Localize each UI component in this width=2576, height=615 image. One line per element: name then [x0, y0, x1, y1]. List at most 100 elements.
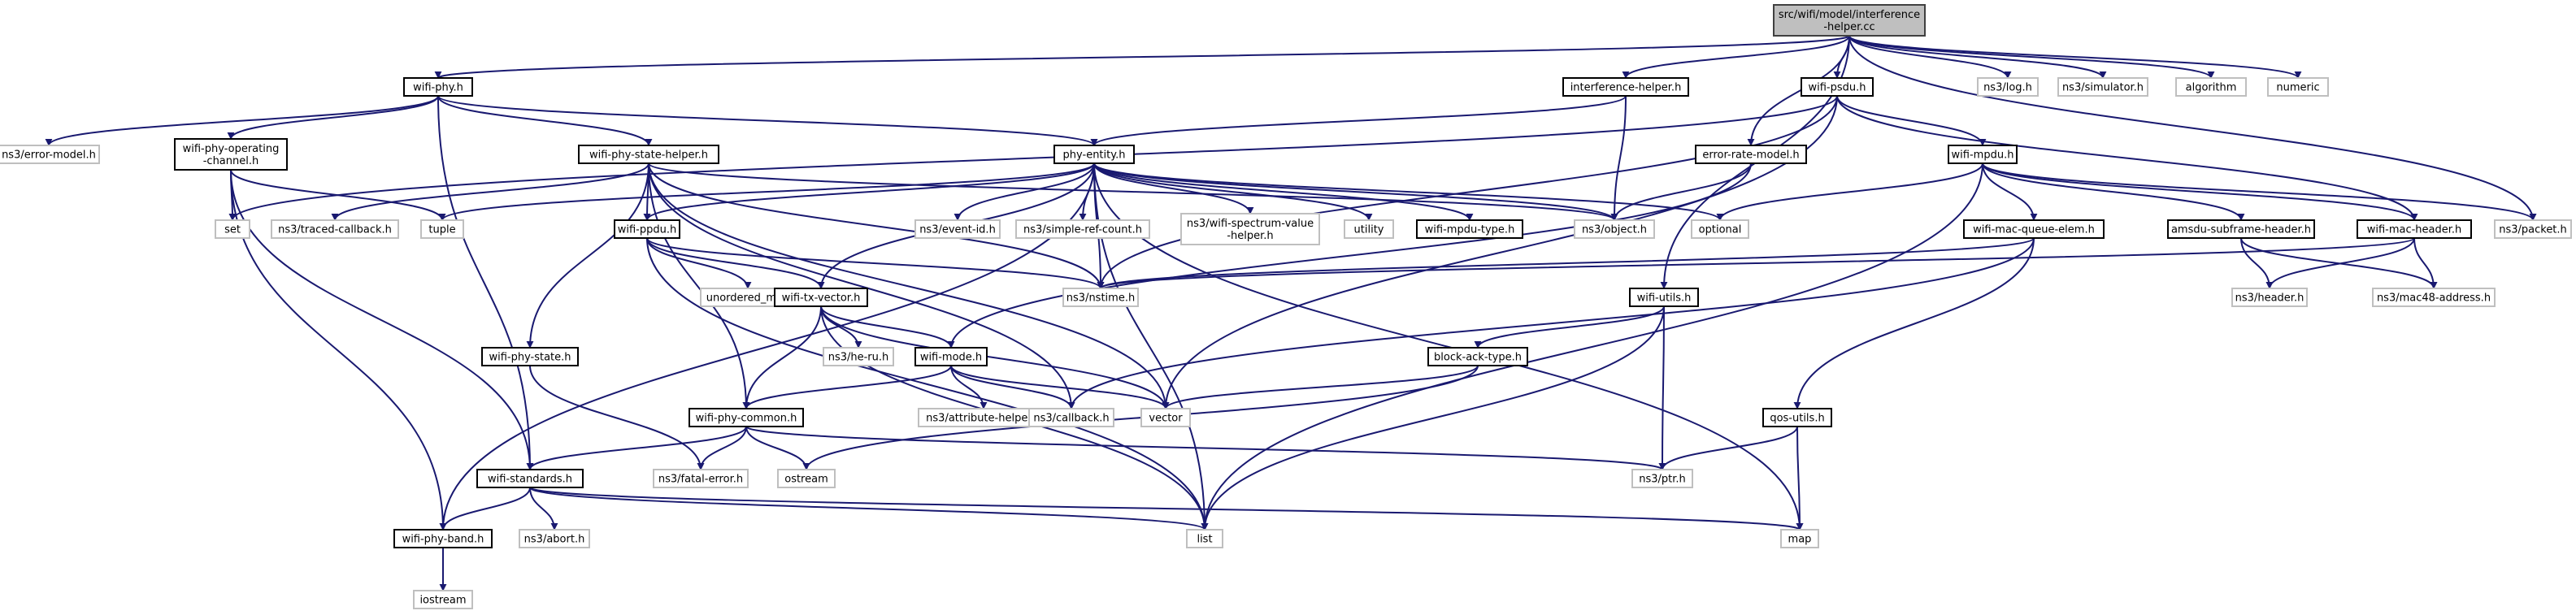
node-label-algorithm: algorithm: [2186, 82, 2237, 94]
node-box-numeric: [2267, 77, 2329, 97]
edge-wifi-standards-to-list: [529, 487, 1209, 531]
node-root: src/wifi/model/interference-helper.cc: [1773, 4, 1926, 37]
edge-interference-helper-to-ns3-object: [1610, 95, 1627, 221]
node-box-error-rate-model: [1695, 145, 1807, 164]
node-block-ack-type[interactable]: block-ack-type.h: [1427, 347, 1528, 366]
node-label-wifi-mac-header: wifi-mac-header.h: [2367, 224, 2462, 236]
node-box-wifi-mpdu-type: [1416, 219, 1523, 239]
node-box-block-ack-type: [1427, 347, 1528, 366]
node-box-phy-entity: [1053, 145, 1135, 164]
node-box-wifi-mac-header: [2357, 219, 2472, 239]
edge-wifi-phy-to-wifi-phy-state-helper: [437, 95, 653, 146]
edge-wifi-phy-to-phy-entity: [437, 95, 1098, 146]
node-label-ns3-packet: ns3/packet.h: [2499, 224, 2567, 236]
node-wifi-phy-state-helper[interactable]: wifi-phy-state-helper.h: [578, 145, 719, 164]
node-phy-entity[interactable]: phy-entity.h: [1053, 145, 1135, 164]
node-ns3-nstime: ns3/nstime.h: [1062, 288, 1139, 307]
node-wifi-mac-queue-elem[interactable]: wifi-mac-queue-elem.h: [1963, 219, 2105, 239]
node-label-ns3-fatal-error: ns3/fatal-error.h: [658, 474, 743, 486]
node-qos-utils[interactable]: qos-utils.h: [1762, 408, 1832, 427]
node-wifi-utils[interactable]: wifi-utils.h: [1629, 288, 1699, 307]
node-box-set: [215, 219, 250, 239]
node-label-wifi-ppdu: wifi-ppdu.h: [618, 224, 677, 236]
node-iostream: iostream: [413, 590, 473, 609]
node-optional: optional: [1691, 219, 1749, 239]
node-label-ns3-simple-ref-count: ns3/simple-ref-count.h: [1023, 224, 1142, 236]
node-label-unordered-map: unordered_map: [706, 292, 790, 305]
node-box-iostream: [413, 590, 473, 609]
node-label-utility: utility: [1354, 224, 1384, 236]
node-wifi-standards[interactable]: wifi-standards.h: [476, 469, 584, 488]
node-label-root: src/wifi/model/interference: [1779, 9, 1920, 21]
node-wifi-mpdu-type[interactable]: wifi-mpdu-type.h: [1416, 219, 1523, 239]
node-wifi-mode[interactable]: wifi-mode.h: [914, 347, 988, 366]
edge-phy-entity-to-ns3-object: [1093, 162, 1618, 221]
node-box-wifi-phy: [403, 77, 473, 97]
node-label-wifi-phy-band: wifi-phy-band.h: [402, 534, 484, 546]
node-label-wifi-mode: wifi-mode.h: [920, 352, 982, 364]
node-label-map: map: [1788, 534, 1812, 546]
node-wifi-tx-vector[interactable]: wifi-tx-vector.h: [774, 288, 868, 307]
edge-wifi-mpdu-to-wifi-mac-queue-elem: [1982, 162, 2038, 221]
node-wifi-psdu[interactable]: wifi-psdu.h: [1801, 77, 1874, 97]
edge-block-ack-type-to-vector: [1162, 365, 1479, 409]
edge-wifi-psdu-to-wifi-mac-header: [1836, 95, 2418, 221]
edge-phy-entity-to-tuple: [438, 162, 1095, 221]
edge-wifi-ppdu-to-unordered-map: [646, 237, 752, 289]
node-label-ns3-attribute-helper: ns3/attribute-helper.h: [926, 413, 1041, 425]
node-error-rate-model[interactable]: error-rate-model.h: [1695, 145, 1807, 164]
edge-root-to-wifi-phy: [435, 35, 1850, 79]
edge-wifi-phy-common-to-ns3-ptr: [745, 426, 1666, 470]
node-wifi-ppdu[interactable]: wifi-ppdu.h: [614, 219, 680, 239]
node-box-ns3-simulator: [2057, 77, 2148, 97]
node-box-ns3-nstime: [1062, 288, 1139, 307]
edge-wifi-ppdu-to-list: [646, 237, 1209, 531]
edge-wifi-standards-to-map: [529, 487, 1804, 531]
node-box-ns3-log: [1977, 77, 2039, 97]
node-box-wifi-mpdu: [1948, 145, 2018, 164]
edge-wifi-phy-state-helper-to-ns3-traced-callback: [331, 162, 649, 221]
node-label-ns3-mac48-address: ns3/mac48-address.h: [2377, 292, 2491, 305]
node-box-ns3-simple-ref-count: [1015, 219, 1150, 239]
node-map: map: [1780, 529, 1819, 548]
node-wifi-phy-band[interactable]: wifi-phy-band.h: [393, 529, 493, 548]
node-box-ns3-packet: [2494, 219, 2572, 239]
node-label-amsdu-subframe-header: amsdu-subframe-header.h: [2171, 224, 2311, 236]
node-ns3-packet: ns3/packet.h: [2494, 219, 2572, 239]
edge-wifi-phy-to-wifi-standards: [437, 95, 534, 470]
node-interference-helper[interactable]: interference-helper.h: [1562, 77, 1689, 97]
node-wifi-phy-common[interactable]: wifi-phy-common.h: [689, 408, 804, 427]
node-wifi-phy-operating-channel[interactable]: wifi-phy-operating-channel.h: [174, 138, 288, 171]
node-wifi-phy[interactable]: wifi-phy.h: [403, 77, 473, 97]
node-ns3-ptr: ns3/ptr.h: [1631, 469, 1693, 488]
edge-phy-entity-to-ns3-wifi-spectrum-value-helper: [1093, 162, 1254, 214]
node-box-interference-helper: [1562, 77, 1689, 97]
edge-qos-utils-to-map: [1796, 426, 1804, 531]
edge-phy-entity-to-ns3-event-id: [954, 162, 1095, 221]
node-wifi-mac-header[interactable]: wifi-mac-header.h: [2357, 219, 2472, 239]
node-label-optional: optional: [1699, 224, 1742, 236]
node-box-ns3-object: [1574, 219, 1655, 239]
node-label-ns3-event-id: ns3/event-id.h: [919, 224, 996, 236]
node-label-block-ack-type: block-ack-type.h: [1434, 352, 1522, 364]
node-wifi-phy-state[interactable]: wifi-phy-state.h: [481, 347, 579, 366]
edge-wifi-mpdu-to-optional: [1716, 162, 1983, 221]
node-label-ns3-object: ns3/object.h: [1582, 224, 1647, 236]
node-label-numeric: numeric: [2276, 82, 2319, 94]
node-box-list: [1186, 529, 1223, 548]
edge-wifi-utils-to-list: [1201, 305, 1665, 531]
node-label-wifi-utils: wifi-utils.h: [1637, 292, 1692, 305]
edge-phy-entity-to-utility: [1093, 162, 1373, 221]
node-box-utility: [1344, 219, 1394, 239]
node-ns3-he-ru: ns3/he-ru.h: [823, 347, 894, 366]
node-ns3-traced-callback: ns3/traced-callback.h: [271, 219, 399, 239]
node-wifi-mpdu[interactable]: wifi-mpdu.h: [1948, 145, 2018, 164]
node-box-root: [1773, 4, 1926, 37]
node-label-root: -helper.cc: [1823, 21, 1874, 33]
node-label-wifi-mpdu-type: wifi-mpdu-type.h: [1425, 224, 1515, 236]
node-amsdu-subframe-header[interactable]: amsdu-subframe-header.h: [2167, 219, 2315, 239]
edges-layer: [45, 35, 2537, 591]
edge-wifi-tx-vector-to-wifi-phy-common: [742, 305, 822, 409]
edge-wifi-tx-vector-to-wifi-mode: [820, 305, 955, 349]
edge-wifi-mac-queue-elem-to-qos-utils: [1793, 237, 2035, 409]
